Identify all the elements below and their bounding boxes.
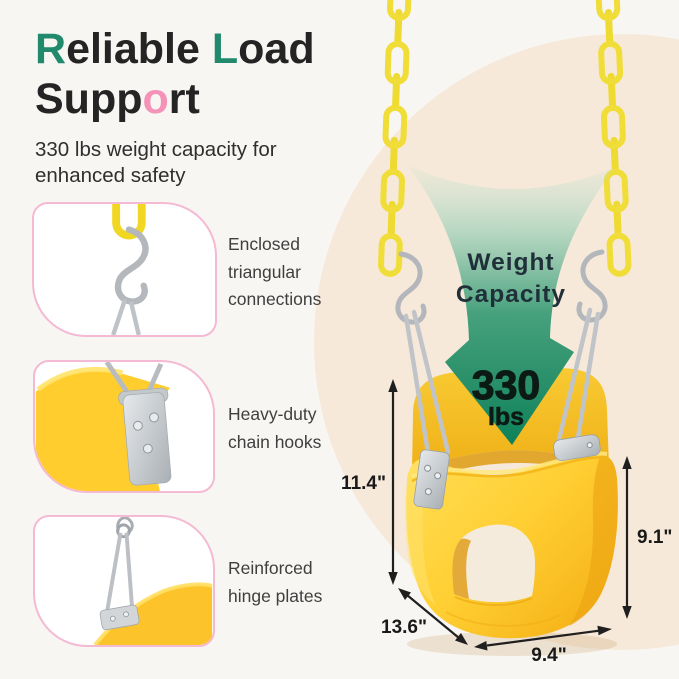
- feature-label-line: Heavy-duty: [228, 404, 317, 424]
- dimension-left-height: 11.4": [341, 379, 398, 585]
- feature-label-line: chain hooks: [228, 431, 322, 452]
- dimension-annotations: 11.4" 9.1" 13.6" 9.4": [341, 379, 672, 666]
- bucket-seat: [405, 451, 618, 656]
- title-segment: o: [142, 75, 169, 123]
- dim-width-label: 9.4": [531, 645, 566, 666]
- page-title-line1: Reliable Load: [35, 24, 365, 74]
- hinge-plate-icon: [118, 387, 172, 486]
- feature-label-line: triangular: [228, 261, 301, 282]
- right-s-hook: [576, 249, 608, 323]
- arrow-title-line1: Weight: [467, 249, 554, 276]
- capacity-unit: lbs: [488, 403, 524, 431]
- bucket-rim-icon: [94, 584, 213, 645]
- feature-label-line: Reinforced: [228, 558, 313, 578]
- feature-label-chain-hooks: Heavy-duty chain hooks: [228, 401, 321, 456]
- hanger-rod-icon: [111, 298, 128, 335]
- weight-capacity-arrow: Weight Capacity 330 lbs: [407, 165, 615, 445]
- left-hanger-rod: [403, 313, 432, 462]
- title-segment: eliable: [66, 25, 212, 73]
- hanger-rod-icon: [104, 532, 123, 614]
- header: Reliable Load Support 330 lbs weight cap…: [35, 24, 365, 189]
- page-title-line2: Support: [35, 74, 365, 124]
- left-hanger-rod: [411, 309, 451, 455]
- triangle-hanger-image: [93, 517, 213, 645]
- metal-hardware: [395, 249, 608, 510]
- hinge-plate-image: [35, 362, 172, 491]
- right-hanger-rod: [573, 311, 601, 453]
- hanger-rod-icon: [124, 532, 135, 612]
- right-chain: [595, 0, 632, 277]
- title-segment: rt: [168, 75, 200, 123]
- feature-label-line: hinge plates: [228, 585, 323, 606]
- feature-label-line: Enclosed: [228, 234, 300, 254]
- right-hanger-rod: [555, 307, 593, 447]
- left-s-hook: [395, 251, 427, 325]
- title-segment: Supp: [35, 75, 143, 123]
- hanger-rod-icon: [128, 301, 141, 335]
- s-hook-icon: [114, 226, 149, 305]
- feature-card-chain-hooks: [33, 360, 215, 493]
- feature-card-enclosed-connections: [32, 202, 217, 337]
- feature-label-hinge-plates: Reinforced hinge plates: [228, 555, 322, 610]
- capacity-value: 330: [472, 362, 540, 408]
- right-hinge-plate: [553, 434, 601, 462]
- dim-left-height-label: 11.4": [341, 473, 386, 494]
- dimension-right-height: 9.1": [622, 456, 672, 619]
- arrow-title-line2: Capacity: [456, 281, 566, 308]
- left-hinge-plate: [413, 449, 450, 510]
- feature-card-hinge-plates: [33, 515, 215, 647]
- dimension-width: 9.4": [474, 625, 612, 666]
- left-chain: [378, 0, 412, 277]
- subtitle-line: enhanced safety: [35, 164, 186, 187]
- dimension-depth: 13.6": [381, 588, 468, 645]
- hook-ring-icon: [116, 523, 131, 539]
- title-segment: L: [211, 25, 239, 73]
- feature-label-line: connections: [228, 289, 322, 309]
- hinge-plate-icon: [99, 604, 140, 631]
- subtitle: 330 lbs weight capacity for enhanced saf…: [35, 137, 365, 189]
- s-hook-connection-image: [111, 204, 149, 335]
- title-segment: oad: [238, 25, 315, 73]
- dim-depth-label: 13.6": [381, 617, 427, 638]
- feature-label-enclosed-connections: Enclosed triangular connections: [228, 231, 321, 314]
- chain-link-icon: [112, 204, 146, 240]
- subtitle-line: 330 lbs weight capacity for: [35, 138, 277, 161]
- title-segment: R: [35, 25, 67, 73]
- dim-right-height-label: 9.1": [637, 527, 672, 548]
- hanger-rod-icon: [104, 362, 132, 397]
